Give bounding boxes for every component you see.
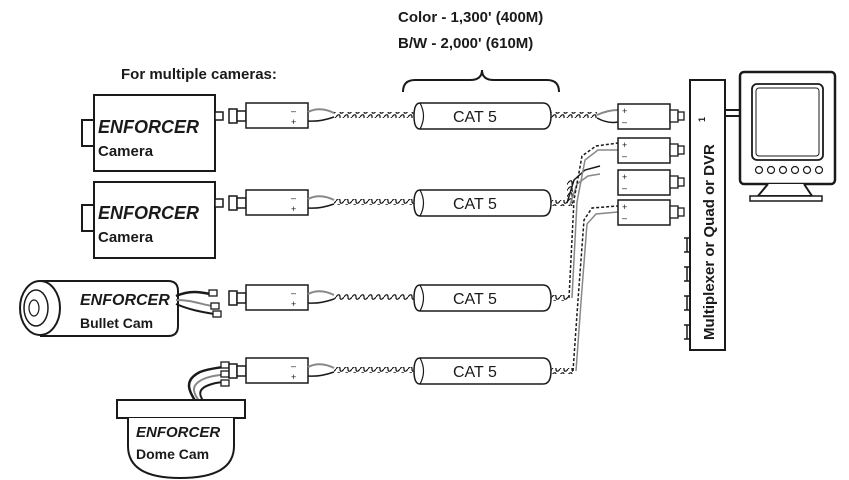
camera-1-brand: ENFORCER xyxy=(98,117,199,137)
monitor xyxy=(738,70,837,202)
vertical-twisted-runs xyxy=(566,142,619,372)
camera-2-label: Camera xyxy=(98,229,154,246)
svg-text:–: – xyxy=(622,183,627,193)
svg-text:–: – xyxy=(291,106,296,116)
svg-text:+: + xyxy=(291,372,296,382)
spec-bw: B/W - 2,000' (610M) xyxy=(398,35,533,52)
svg-text:CAT 5: CAT 5 xyxy=(453,291,497,308)
monitor-cable xyxy=(725,109,740,117)
svg-text:+: + xyxy=(622,202,627,212)
svg-text:CAT 5: CAT 5 xyxy=(453,109,497,126)
svg-text:–: – xyxy=(291,361,296,371)
bullet-cam-label: Bullet Cam xyxy=(80,315,153,331)
bullet-cam-brand: ENFORCER xyxy=(80,292,170,309)
camera-2-brand: ENFORCER xyxy=(98,203,199,223)
svg-text:–: – xyxy=(622,151,627,161)
camera-1: ENFORCER Camera xyxy=(81,94,224,172)
svg-text:+: + xyxy=(291,204,296,214)
chain-row-1: – + CAT 5 xyxy=(228,102,619,130)
svg-text:+: + xyxy=(622,140,627,150)
chain-row-3: – + CAT 5 xyxy=(228,284,569,312)
bullet-cam: ENFORCER Bullet Cam xyxy=(19,280,222,337)
svg-text:–: – xyxy=(622,117,627,127)
svg-text:+: + xyxy=(622,172,627,182)
svg-text:–: – xyxy=(291,288,296,298)
camera-1-label: Camera xyxy=(98,143,154,160)
dome-cam: ENFORCER Dome Cam xyxy=(116,361,246,480)
chain-row-2: – + CAT 5 xyxy=(228,189,567,217)
recorder-box: Multiplexer or Quad or DVR 1 xyxy=(689,79,726,351)
dome-cam-brand: ENFORCER xyxy=(136,424,220,441)
svg-text:–: – xyxy=(622,213,627,223)
camera-2: ENFORCER Camera xyxy=(81,181,224,259)
recorder-label: Multiplexer or Quad or DVR xyxy=(701,144,718,340)
svg-text:–: – xyxy=(291,193,296,203)
svg-text:CAT 5: CAT 5 xyxy=(453,364,497,381)
svg-text:CAT 5: CAT 5 xyxy=(453,196,497,213)
svg-text:+: + xyxy=(622,106,627,116)
svg-text:+: + xyxy=(291,299,296,309)
dome-cam-label: Dome Cam xyxy=(136,446,209,462)
spec-color: Color - 1,300' (400M) xyxy=(398,9,543,26)
receiver-baluns: + – + – + – + – xyxy=(617,103,685,226)
distance-brace xyxy=(402,69,560,93)
recorder-superscript: 1 xyxy=(697,117,707,122)
multi-camera-heading: For multiple cameras: xyxy=(121,66,277,83)
chain-row-4: – + CAT 5 xyxy=(228,357,573,385)
svg-text:+: + xyxy=(291,117,296,127)
